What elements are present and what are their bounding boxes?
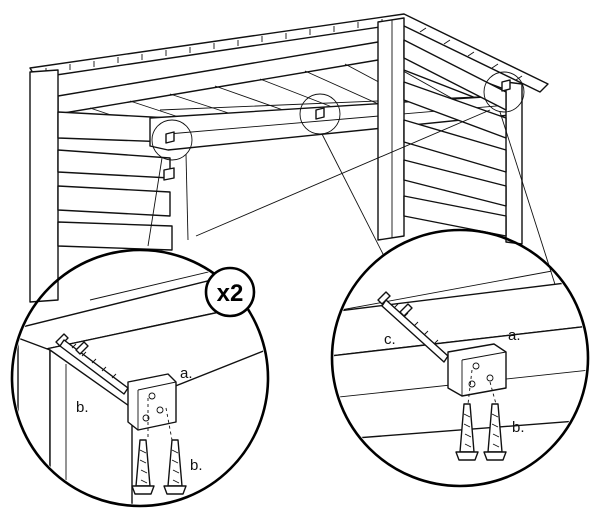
screw-vertical (131, 439, 187, 495)
angle-bracket (127, 373, 177, 431)
roof-shingle-teeth (45, 19, 523, 81)
screw-horizontal (377, 291, 449, 363)
right-wall-boards (403, 39, 507, 237)
detail-callout-left: x2 a. b. b. (10, 248, 270, 508)
label-post-b: b. (76, 399, 89, 416)
label-beam-a: a. (180, 365, 193, 382)
detail-marker-center (299, 93, 341, 135)
label-beam-a: a. (508, 327, 521, 344)
screw-vertical (455, 403, 507, 461)
detail-marker-right (483, 71, 525, 113)
label-screws-b: b. (190, 457, 203, 474)
quantity-badge: x2 (204, 266, 256, 318)
screw-horizontal (55, 333, 129, 395)
detail-callout-right: c. a. b. (330, 228, 590, 488)
detail-marker-left (151, 119, 193, 161)
shed-structure (29, 13, 549, 303)
bracket-small (163, 79, 511, 181)
left-wall-boards (57, 111, 173, 251)
label-screws-b: b. (512, 419, 525, 436)
label-screw-c: c. (384, 331, 396, 348)
angle-bracket (447, 343, 507, 397)
svg-text:x2: x2 (217, 280, 244, 307)
